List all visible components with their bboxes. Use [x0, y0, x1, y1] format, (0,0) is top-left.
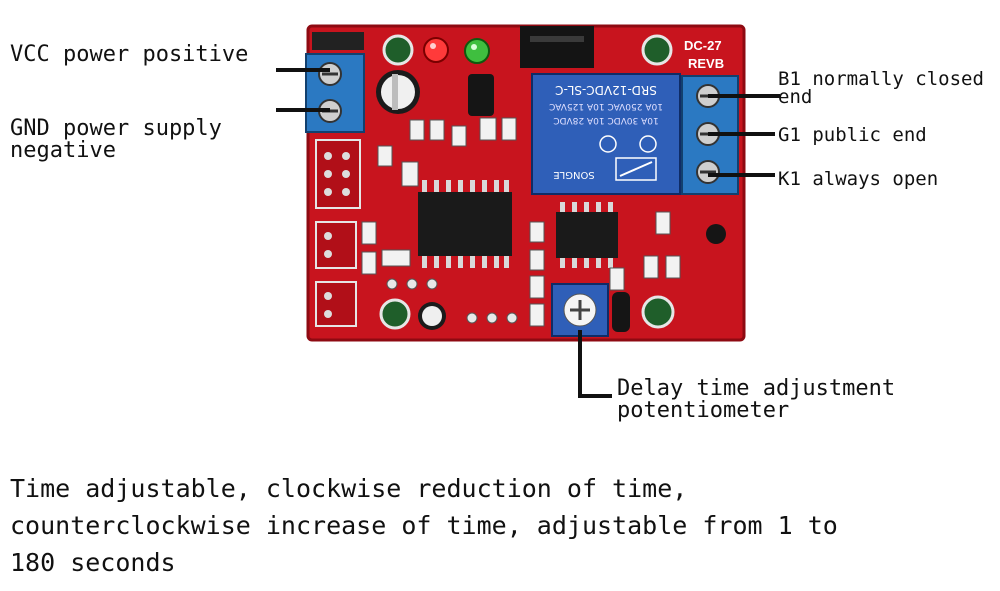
- leader-delay: [578, 330, 612, 398]
- cqc-mark-icon: [639, 135, 657, 153]
- relay-rating-2: 10A 30VDC 10A 28VDC: [553, 115, 658, 125]
- label-delay-line2: potentiometer: [617, 398, 790, 423]
- caption: Time adjustable, clockwise reduction of …: [10, 470, 970, 581]
- capacitor-large: [376, 70, 420, 114]
- label-vcc: VCC power positive: [10, 42, 249, 67]
- solder-pads: [386, 278, 518, 324]
- led-red: [423, 37, 449, 63]
- label-b1-line1: B1 normally closed: [778, 68, 984, 90]
- label-b1-line2: end: [778, 86, 813, 108]
- relay-logo: [615, 157, 657, 181]
- label-g1: G1 public end: [778, 124, 927, 146]
- caption-line3: 180 seconds: [10, 548, 176, 577]
- label-gnd-line1: GND power supply: [10, 116, 222, 141]
- board-model-text: DC-27: [684, 38, 722, 53]
- relay: SRD-12VDC-SL-C 10A 250VAC 10A 125VAC 10A…: [531, 73, 681, 195]
- transistor-right: [706, 224, 726, 244]
- transistor: [468, 74, 494, 116]
- power-terminal-block: [305, 53, 365, 133]
- header-top-left: [312, 32, 364, 50]
- ic-main: [418, 180, 512, 268]
- leader-lines: [276, 68, 780, 398]
- potentiometer: [551, 283, 609, 337]
- relay-rating-1: 10A 250VAC 10A 125VAC: [549, 101, 663, 111]
- smd-components-top: [377, 117, 517, 187]
- label-k1: K1 always open: [778, 168, 939, 190]
- mounting-holes: [379, 34, 675, 330]
- board-revision-text: REVB: [688, 56, 724, 71]
- label-delay-line1: Delay time adjustment: [617, 376, 896, 401]
- caption-line1: Time adjustable, clockwise reduction of …: [10, 474, 688, 503]
- dc-jack: [520, 26, 594, 68]
- ic-secondary: [556, 202, 618, 268]
- caption-line2: counterclockwise increase of time, adjus…: [10, 511, 838, 540]
- label-gnd-line2: negative: [10, 138, 116, 163]
- cert-mark-icon: [599, 135, 617, 153]
- capacitor-small: [418, 302, 446, 330]
- relay-brand-text: SONGLE: [553, 169, 594, 180]
- component-black: [612, 292, 630, 332]
- smd-components-bottom: [361, 211, 681, 327]
- relay-model-text: SRD-12VDC-SL-C: [555, 83, 657, 97]
- led-green: [464, 38, 490, 64]
- pin-header-left: [315, 139, 361, 327]
